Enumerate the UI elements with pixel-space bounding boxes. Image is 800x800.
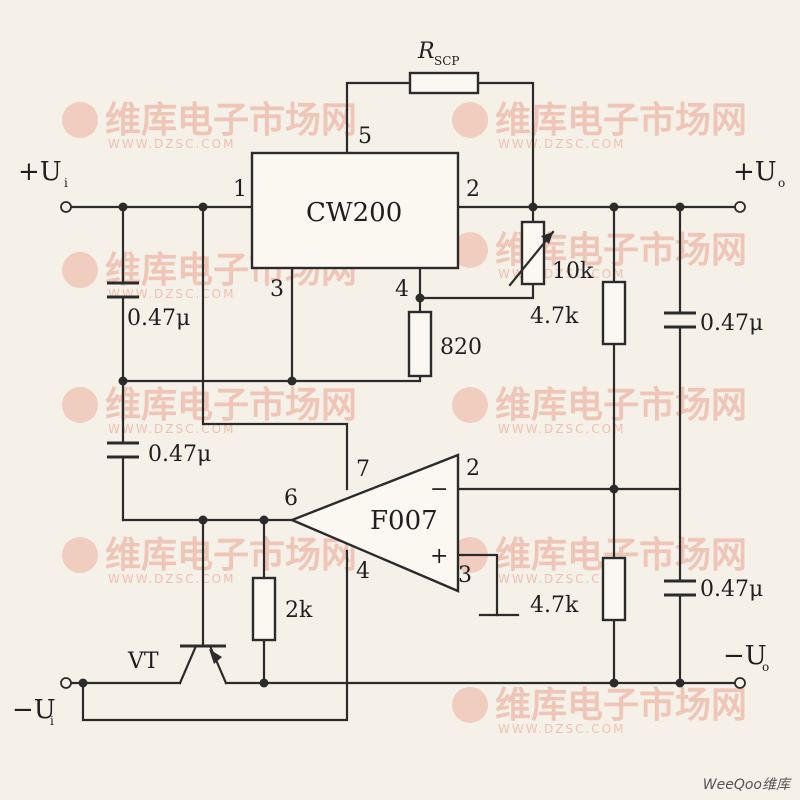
watermark-group: 维库电子市场网 WWW.DZSC.COM 维库电子市场网 WWW.DZSC.CO… [62,100,747,736]
pot-label: 10k [552,259,594,284]
vout-neg-sub: o [762,660,769,674]
svg-text:WWW.DZSC.COM: WWW.DZSC.COM [108,287,235,301]
rscp-label: R [417,39,435,64]
svg-text:维库电子市场网: 维库电子市场网 [105,100,357,141]
vout-pos-label: +U [733,157,777,187]
capacitor-input-bottom: 0.47μ [107,441,211,467]
resistor-2k: 2k [251,576,313,642]
vin-neg-sub: i [50,714,54,728]
resistor-820: 820 [407,310,482,378]
cap-out-bottom-label: 0.47μ [700,577,763,602]
terminal-vin-pos[interactable]: +U i [18,157,72,213]
regulator-pin-1: 1 [233,177,247,202]
capacitor-input-top: 0.47μ [107,281,190,331]
opamp-pin-4: 4 [356,559,370,584]
watermark-1: 维库电子市场网 WWW.DZSC.COM [62,100,357,151]
rscp-subscript: SCP [434,54,459,68]
cap-out-top-label: 0.47μ [700,311,763,336]
watermark-7: 维库电子市场网 WWW.DZSC.COM [62,535,357,586]
svg-text:维库电子市场网: 维库电子市场网 [105,535,357,576]
terminal-vout-pos[interactable]: +U o [733,157,785,213]
transistor-label: VT [127,649,159,674]
svg-text:WWW.DZSC.COM: WWW.DZSC.COM [498,722,625,736]
opamp-f007: F007 − + 2 3 4 6 7 [284,453,480,593]
opamp-pin-6: 6 [284,486,298,511]
opamp-name: F007 [370,506,438,536]
svg-text:WWW.DZSC.COM: WWW.DZSC.COM [108,422,235,436]
r820-label: 820 [440,335,482,360]
watermark-9: 维库电子市场网 WWW.DZSC.COM [452,685,747,736]
cap-in-top-label: 0.47μ [127,306,190,331]
watermark-5: 维库电子市场网 WWW.DZSC.COM [62,385,357,436]
potentiometer-10k: 10k [508,220,594,287]
resistor-4k7-bottom: 4.7k [530,556,627,622]
r4k7-bottom-label: 4.7k [530,593,579,618]
resistor-rscp: R SCP [408,39,480,95]
cap-in-bottom-label: 0.47μ [148,442,211,467]
r2k-label: 2k [285,598,313,623]
watermark-6: 维库电子市场网 WWW.DZSC.COM [452,385,747,436]
r4k7-top-label: 4.7k [530,304,579,329]
junction-dots [78,202,685,688]
svg-text:WWW.DZSC.COM: WWW.DZSC.COM [498,422,625,436]
svg-text:WWW.DZSC.COM: WWW.DZSC.COM [108,572,235,586]
svg-text:维库电子市场网: 维库电子市场网 [105,385,357,426]
watermark-4: 维库电子市场网 WWW.DZSC.COM [452,230,747,281]
svg-text:WWW.DZSC.COM: WWW.DZSC.COM [108,137,235,151]
opamp-inv-sign: − [430,477,448,502]
vin-pos-sub: i [64,176,68,190]
capacitor-output-bottom: 0.47μ [664,577,763,602]
svg-text:维库电子市场网: 维库电子市场网 [495,685,747,726]
vout-neg-label: −U [723,641,767,671]
opamp-pin-7: 7 [356,457,370,482]
terminal-vout-neg[interactable]: −U o [723,641,769,689]
wires [68,81,737,722]
regulator-pin-4: 4 [395,277,409,302]
vout-pos-sub: o [778,176,785,190]
vin-pos-label: +U [18,157,62,187]
resistor-4k7-top: 4.7k [530,280,627,346]
transistor-vt: VT [127,644,228,685]
svg-text:WWW.DZSC.COM: WWW.DZSC.COM [498,572,625,586]
svg-text:维库电子市场网: 维库电子市场网 [495,385,747,426]
svg-text:WWW.DZSC.COM: WWW.DZSC.COM [498,137,625,151]
watermark-2: 维库电子市场网 WWW.DZSC.COM [452,100,747,151]
regulator-pin-2: 2 [466,177,480,202]
regulator-pin-5: 5 [358,124,372,149]
terminal-vin-neg[interactable]: −U i [12,677,72,728]
opamp-noninv-sign: + [430,544,448,569]
opamp-pin-2: 2 [466,456,480,481]
regulator-name: CW200 [306,198,402,228]
regulator-cw200: CW200 1 2 3 4 5 [233,124,480,302]
svg-text:维库电子市场网: 维库电子市场网 [495,100,747,141]
opamp-pin-3: 3 [458,563,472,588]
regulator-pin-3: 3 [270,277,284,302]
footer-watermark: WeeQoo维库 [702,777,790,793]
vin-neg-label: −U [12,695,56,725]
capacitor-output-top: 0.47μ [664,311,763,336]
